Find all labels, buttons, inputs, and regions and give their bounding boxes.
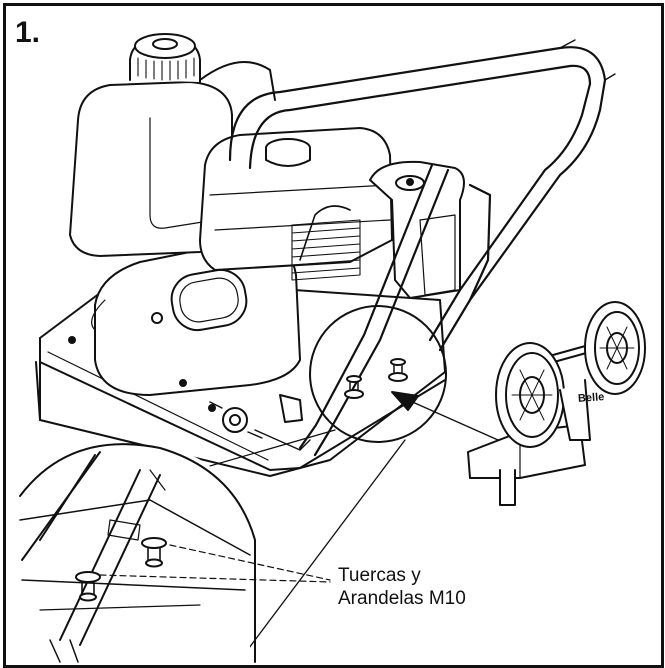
wheel-kit	[468, 302, 645, 505]
callout-label-line2: Arandelas M10	[338, 588, 466, 609]
front-details	[180, 380, 310, 450]
zoom-bolt-2	[76, 572, 100, 601]
callout-lines	[100, 545, 330, 582]
handle-frame	[230, 40, 615, 455]
mount-arrow	[392, 392, 498, 440]
zoom-bolt-1	[142, 538, 166, 567]
wheel-left	[496, 343, 564, 447]
bolt-small-2	[389, 359, 407, 381]
wheel-brand-label: Belle	[577, 391, 605, 405]
belt-guard	[92, 240, 300, 395]
zoom-detail	[20, 444, 255, 665]
step-number: 1.	[15, 16, 41, 49]
wheel-right	[585, 302, 645, 394]
callout-label-line1: Tuercas y	[338, 565, 421, 586]
detail-circle	[310, 306, 446, 442]
engine	[200, 128, 464, 298]
bolt-small-1	[345, 376, 363, 398]
